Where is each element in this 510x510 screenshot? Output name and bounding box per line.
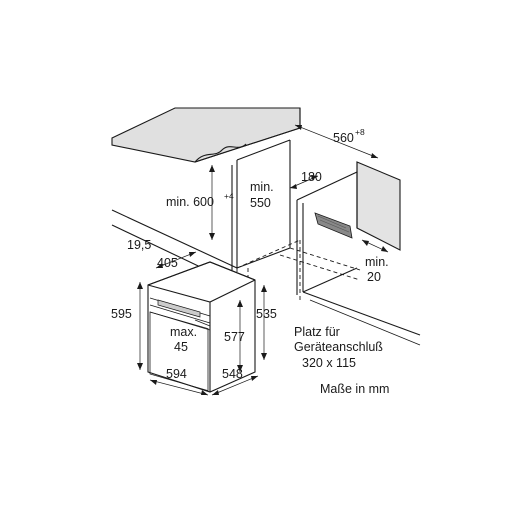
label-side-gap-line2: 20 [367,270,381,284]
dimension-body-height [237,300,243,372]
dimension-cabinet-height [209,165,215,240]
label-niche-depth-line2: 550 [250,196,271,210]
connection-cutout [314,212,353,239]
dimension-overall-depth [211,375,259,396]
dimension-niche-width [294,124,379,159]
oven-body [147,261,256,393]
niche-left-wall [231,139,291,272]
label-body-height: 577 [224,330,245,344]
label-cabinet-height-tol: +4 [224,191,234,201]
label-overall-depth: 548 [222,367,243,381]
dimension-rear-gap [289,175,319,189]
note-units: Maße in mm [320,382,389,396]
label-overall-height: 595 [111,307,132,321]
dimension-handle-depth [155,251,197,269]
label-side-height: 535 [256,307,277,321]
dimension-side-height [261,285,267,360]
right-wall-cabinet [356,161,401,251]
dimension-overall-width [149,379,209,396]
dimension-overall-height [137,282,143,370]
label-overall-width: 594 [166,367,187,381]
label-niche-width: 560 [333,131,354,145]
dimension-side-gap [361,239,389,253]
note-connection-line1: Platz für [294,325,340,339]
label-door-opening-line2: 45 [174,340,188,354]
label-front-panel-offset: 19,5 [127,238,151,252]
niche-right-panel [296,171,358,295]
dimension-door-opening [194,319,211,327]
note-connection-line3: 320 x 115 [302,356,356,370]
countertop [111,107,301,163]
label-niche-depth-line1: min. [250,180,274,194]
label-handle-depth: 405 [157,256,178,270]
note-connection-line2: Geräteanschluß [294,340,383,354]
label-cabinet-height: min. 600 [166,195,214,209]
label-niche-width-tol: +8 [355,127,365,137]
label-side-gap-line1: min. [365,255,389,269]
label-rear-gap: 180 [301,170,322,184]
label-door-opening-line1: max. [170,325,197,339]
